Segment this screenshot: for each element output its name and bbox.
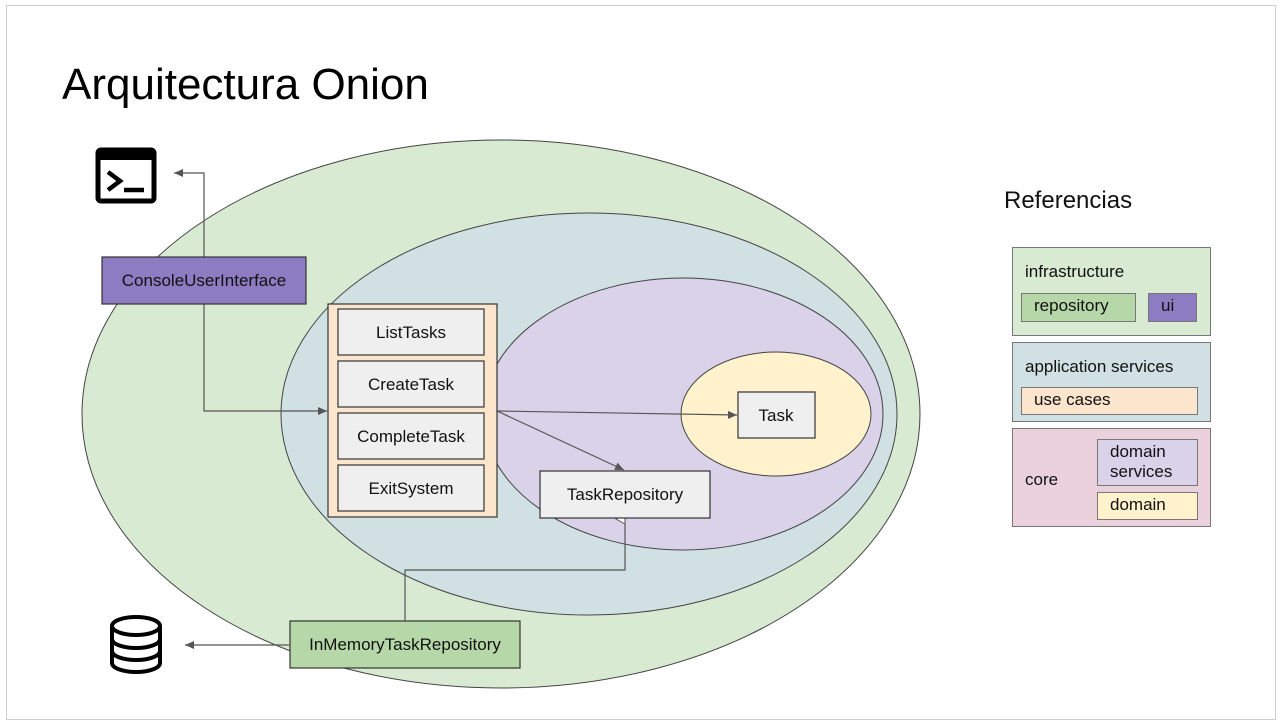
task-label: Task [759, 406, 794, 425]
legend-domain-services-line1: domain [1110, 442, 1166, 461]
console-to-usecases-arrow [203, 304, 327, 415]
task-entity-box[interactable]: Task [737, 391, 816, 439]
implementation-realization-arrow [404, 519, 626, 621]
legend-use-cases-chip: use cases [1021, 387, 1198, 415]
use-case-label: CreateTask [368, 375, 454, 394]
in-memory-task-repository-box[interactable]: InMemoryTaskRepository [289, 620, 521, 669]
legend-repository-chip: repository [1021, 293, 1136, 322]
usecases-to-repository-arrow [496, 410, 625, 471]
usecases-to-task-arrow [496, 410, 738, 419]
legend-application-services-label: application services [1025, 357, 1174, 376]
use-case-complete-task[interactable]: CompleteTask [337, 412, 485, 460]
page-title: Arquitectura Onion [62, 60, 429, 109]
legend-domain-services-chip: domain services [1097, 439, 1198, 486]
legend-application-services: application services use cases [1012, 342, 1211, 422]
console-user-interface-box[interactable]: ConsoleUserInterface [101, 256, 307, 305]
legend-core-label: core [1025, 470, 1059, 489]
use-case-create-task[interactable]: CreateTask [337, 360, 485, 408]
use-case-exit-system[interactable]: ExitSystem [337, 464, 485, 512]
database-icon [110, 615, 162, 674]
legend-domain-services-line2: services [1110, 462, 1173, 481]
legend-ui-chip: ui [1148, 293, 1197, 322]
legend-infrastructure: infrastructure repository ui [1012, 247, 1211, 336]
legend-infrastructure-label: infrastructure [1025, 262, 1125, 281]
console-user-interface-label: ConsoleUserInterface [122, 271, 286, 290]
terminal-icon [95, 147, 157, 204]
use-case-label: ListTasks [376, 323, 446, 342]
console-to-terminal-arrow [174, 169, 205, 257]
legend-title: Referencias [1004, 187, 1133, 214]
task-repository-label: TaskRepository [567, 485, 684, 504]
use-case-label: CompleteTask [357, 427, 465, 446]
legend-domain-chip: domain [1097, 492, 1198, 520]
in-memory-task-repository-label: InMemoryTaskRepository [309, 635, 501, 654]
use-case-label: ExitSystem [368, 479, 453, 498]
task-repository-box[interactable]: TaskRepository [539, 470, 711, 519]
use-case-list-tasks[interactable]: ListTasks [337, 308, 485, 356]
legend-core: core domain services domain [1012, 428, 1211, 527]
